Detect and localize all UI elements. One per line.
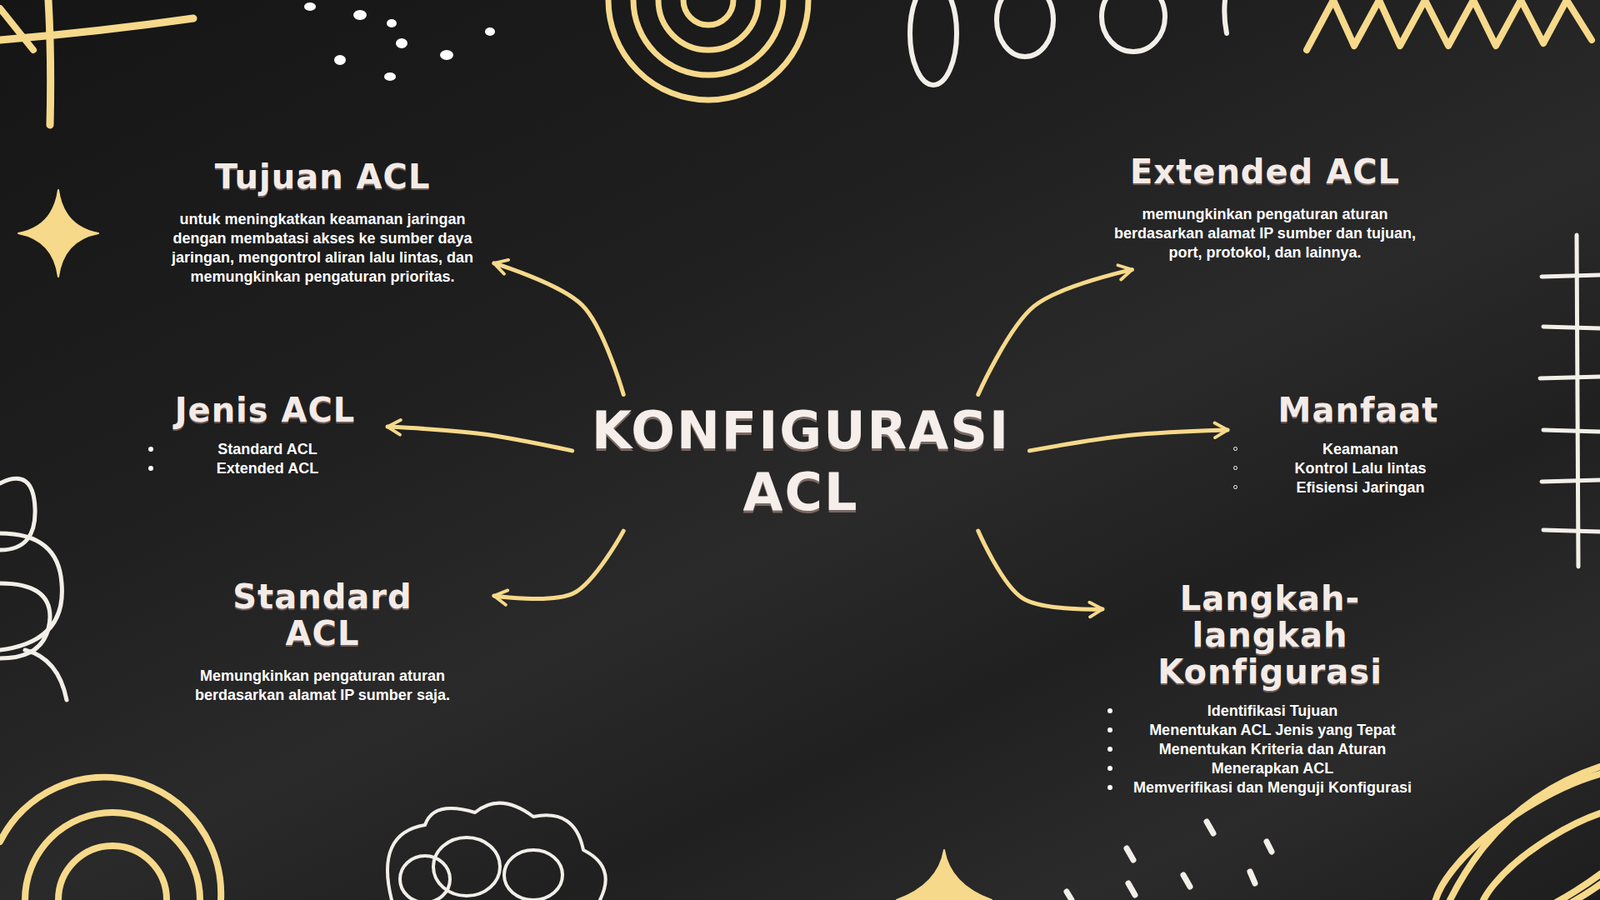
list-text: Menentukan Kriteria dan Aturan — [1112, 740, 1433, 760]
bullet-mark — [1233, 465, 1238, 470]
bullet-mark — [1107, 765, 1113, 771]
bullet-mark — [148, 446, 154, 452]
topic-heading: Standard ACL — [214, 578, 431, 652]
topic-node: Extended ACL memungkinkan pengaturan atur… — [1090, 145, 1440, 271]
list-text: Menerapkan ACL — [1112, 759, 1433, 779]
topic-node: Standard ACL Memungkinkan pengaturan atur… — [147, 570, 498, 714]
bullet-list: Standard ACLExtended ACL — [148, 440, 382, 479]
list-item: Standard ACL — [148, 440, 382, 460]
curly-arrow — [387, 426, 573, 451]
topic-body: Memungkinkan pengaturan aturan berdasark… — [155, 666, 490, 705]
bullet-mark — [148, 465, 154, 471]
list-item: Memverifikasi dan Menguji Konfigurasi — [1107, 778, 1433, 798]
topic-node: Tujuan ACL untuk meningkatkan keamanan ja… — [147, 150, 498, 295]
curly-arrow — [494, 263, 624, 395]
list-item: Menentukan Kriteria dan Aturan — [1107, 740, 1433, 760]
topic-body: untuk meningkatkan keamanan jaringan den… — [155, 210, 490, 287]
list-text: Keamanan — [1237, 440, 1484, 460]
topic-node: ManfaatKeamananKontrol Lalu lintasEfisie… — [1225, 383, 1492, 506]
bullet-mark — [1107, 785, 1113, 790]
topic-heading: Manfaat — [1233, 391, 1484, 429]
topic-node: Jenis ACL Standard ACLExtended ACL — [140, 383, 390, 487]
bullet-list: Identifikasi TujuanMenentukan ACL Jenis … — [1107, 701, 1433, 798]
curly-arrow — [1029, 430, 1228, 451]
curly-arrow — [978, 530, 1103, 610]
bullet-mark — [1233, 485, 1238, 490]
bullet-mark — [1107, 727, 1113, 733]
list-item: Menentukan ACL Jenis yang Tepat — [1107, 720, 1433, 740]
list-item: Menerapkan ACL — [1107, 759, 1433, 779]
bullet-list: KeamananKontrol Lalu lintasEfisiensi Jar… — [1233, 440, 1484, 498]
topic-heading: Langkah-langkah Konfigurasi — [1107, 580, 1433, 690]
bullet-mark — [1107, 746, 1113, 752]
list-item: Efisiensi Jaringan — [1233, 478, 1484, 498]
bullet-mark — [1233, 446, 1238, 451]
list-item: Extended ACL — [148, 459, 382, 479]
list-item: Keamanan — [1233, 440, 1484, 460]
list-item: Kontrol Lalu lintas — [1233, 459, 1484, 479]
list-text: Kontrol Lalu lintas — [1237, 459, 1484, 479]
topic-heading: Jenis ACL — [148, 391, 382, 429]
topic-node: Langkah-langkah KonfigurasiIdentifikasi … — [1099, 571, 1441, 806]
topic-body: memungkinkan pengaturan aturan berdasark… — [1098, 205, 1432, 263]
list-text: Extended ACL — [153, 459, 382, 479]
list-text: Efisiensi Jaringan — [1237, 478, 1484, 498]
list-item: Identifikasi Tujuan — [1107, 701, 1433, 721]
list-text: Memverifikasi dan Menguji Konfigurasi — [1112, 778, 1433, 798]
list-text: Identifikasi Tujuan — [1112, 701, 1433, 721]
list-text: Standard ACL — [153, 440, 382, 460]
list-text: Menentukan ACL Jenis yang Tepat — [1112, 720, 1433, 740]
curly-arrow — [978, 270, 1133, 395]
topic-heading: Extended ACL — [1098, 153, 1432, 190]
topic-heading: Tujuan ACL — [155, 158, 490, 195]
curly-arrow — [494, 530, 624, 599]
central-title: KONFIGURASI ACL — [575, 400, 1026, 525]
central-topic: KONFIGURASI ACL — [567, 391, 1035, 533]
bullet-mark — [1107, 708, 1113, 714]
